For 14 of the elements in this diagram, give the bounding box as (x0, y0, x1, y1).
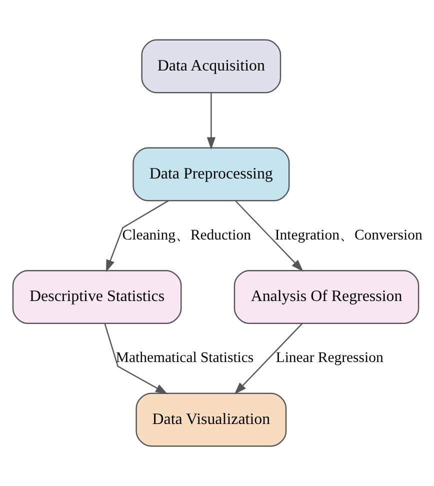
edge-label: Linear Regression (276, 350, 384, 366)
node-box: Data Preprocessing (132, 147, 290, 202)
node-box: Data Visualization (136, 392, 287, 447)
arrow (235, 200, 304, 272)
node-box: Analysis Of Regression (234, 270, 420, 324)
arrow (234, 323, 302, 394)
edge-label: Integration、Conversion (274, 227, 422, 244)
arrow (104, 323, 168, 394)
edge-label: Mathematical Statistics (116, 350, 254, 366)
node-box: Descriptive Statistics (12, 270, 182, 324)
node-box: Data Acquisition (141, 39, 282, 94)
arrow (106, 200, 169, 272)
edge-label: Cleaning、Reduction (122, 227, 251, 244)
arrow (206, 93, 216, 150)
